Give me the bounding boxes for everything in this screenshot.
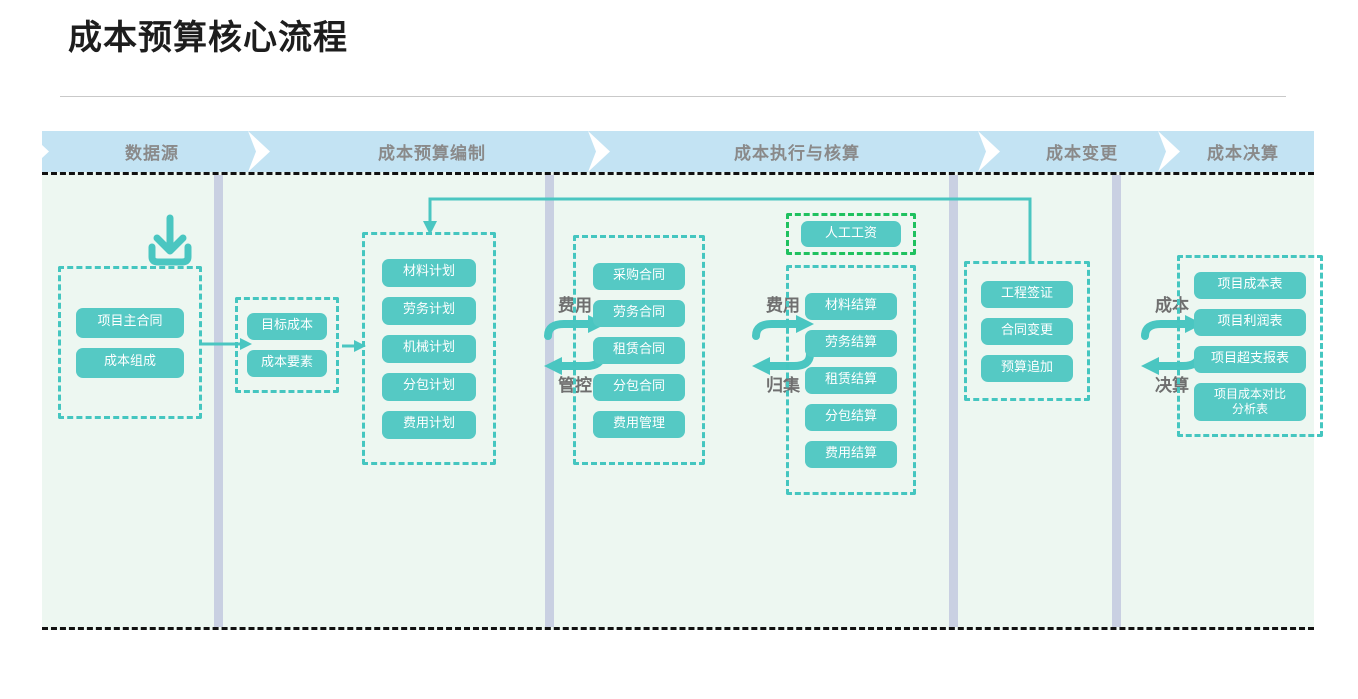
chip-material-settlement[interactable]: 材料结算 [805, 292, 897, 320]
chip-budget-addition[interactable]: 预算追加 [981, 354, 1073, 382]
chip-labor-wage[interactable]: 人工工资 [801, 221, 901, 247]
group-contracts: 采购合同 劳务合同 租赁合同 分包合同 费用管理 [573, 235, 705, 465]
chip-contract-change[interactable]: 合同变更 [981, 317, 1073, 345]
cycle-label-2-top: 成本 [1155, 296, 1189, 316]
chip-expense-settlement[interactable]: 费用结算 [805, 440, 897, 468]
chip-project-cost-comparison-report[interactable]: 项目成本对比 分析表 [1194, 382, 1306, 421]
chip-labor-plan[interactable]: 劳务计划 [382, 296, 476, 325]
title-divider [60, 96, 1286, 97]
download-icon [142, 212, 198, 268]
arrow-target-to-plans [342, 338, 368, 358]
chip-project-overspend-report[interactable]: 项目超支报表 [1194, 345, 1306, 373]
chip-expense-plan[interactable]: 费用计划 [382, 410, 476, 439]
column-separator-1 [214, 175, 223, 627]
chip-lease-settlement[interactable]: 租赁结算 [805, 366, 897, 394]
group-data-source: 项目主合同 成本组成 [58, 266, 202, 419]
cycle-label-1-top: 费用 [766, 296, 800, 316]
stage-label-0: 数据源 [125, 144, 179, 164]
cycle-label-2-bottom: 决算 [1155, 376, 1189, 396]
group-plans: 材料计划 劳务计划 机械计划 分包计划 费用计划 [362, 232, 496, 465]
group-target-cost: 目标成本 成本要素 [235, 297, 339, 393]
page-title: 成本预算核心流程 [68, 18, 348, 58]
chip-project-cost-report[interactable]: 项目成本表 [1194, 271, 1306, 299]
chip-material-plan[interactable]: 材料计划 [382, 258, 476, 287]
stage-chip-2[interactable]: 成本执行与核算 [602, 131, 992, 172]
chevron-separator-icon-2 [588, 131, 614, 172]
chip-machinery-plan[interactable]: 机械计划 [382, 334, 476, 363]
chip-labor-contract[interactable]: 劳务合同 [593, 299, 685, 327]
stage-label-3: 成本变更 [1046, 144, 1118, 164]
stage-chip-4[interactable]: 成本决算 [1172, 131, 1314, 172]
chip-subcontract-contract[interactable]: 分包合同 [593, 373, 685, 401]
flow-diagram-body: 项目主合同 成本组成 目标成本 成本要素 材料计划 劳务计划 机械计划 分包计划… [42, 172, 1323, 630]
chip-project-main-contract[interactable]: 项目主合同 [76, 307, 184, 338]
stage-label-4: 成本决算 [1207, 144, 1279, 164]
stage-header-band: 数据源 成本预算编制 成本执行与核算 成本变更 成本决算 [41, 131, 1314, 172]
stage-chip-3[interactable]: 成本变更 [992, 131, 1172, 172]
chip-target-cost[interactable]: 目标成本 [247, 313, 327, 340]
stage-chip-0[interactable]: 数据源 [42, 131, 262, 172]
chip-engineering-visa[interactable]: 工程签证 [981, 280, 1073, 308]
chip-lease-contract[interactable]: 租赁合同 [593, 336, 685, 364]
stage-label-1: 成本预算编制 [378, 144, 486, 164]
chip-labor-settlement[interactable]: 劳务结算 [805, 329, 897, 357]
chevron-separator-icon-1 [248, 131, 274, 172]
column-separator-2 [545, 175, 554, 627]
chevron-separator-icon-4 [1158, 131, 1184, 172]
chip-project-profit-report[interactable]: 项目利润表 [1194, 308, 1306, 336]
group-settlements: 材料结算 劳务结算 租赁结算 分包结算 费用结算 [786, 265, 916, 495]
group-cost-changes: 工程签证 合同变更 预算追加 [964, 261, 1090, 401]
group-reports: 项目成本表 项目利润表 项目超支报表 项目成本对比 分析表 [1177, 255, 1323, 437]
chip-purchase-contract[interactable]: 采购合同 [593, 262, 685, 290]
group-labor-wage: 人工工资 [786, 213, 916, 255]
chip-subcontract-settlement[interactable]: 分包结算 [805, 403, 897, 431]
cycle-label-1-bottom: 归集 [766, 376, 800, 396]
column-separator-3 [949, 175, 958, 627]
chip-cost-element[interactable]: 成本要素 [247, 350, 327, 377]
chevron-separator-icon-3 [978, 131, 1004, 172]
stage-label-2: 成本执行与核算 [734, 144, 860, 164]
column-separator-4 [1112, 175, 1121, 627]
chip-cost-composition[interactable]: 成本组成 [76, 347, 184, 378]
chip-expense-management[interactable]: 费用管理 [593, 410, 685, 438]
chevron-separator-icon-0 [41, 131, 67, 172]
stage-chip-1[interactable]: 成本预算编制 [262, 131, 602, 172]
chip-subcontract-plan[interactable]: 分包计划 [382, 372, 476, 401]
